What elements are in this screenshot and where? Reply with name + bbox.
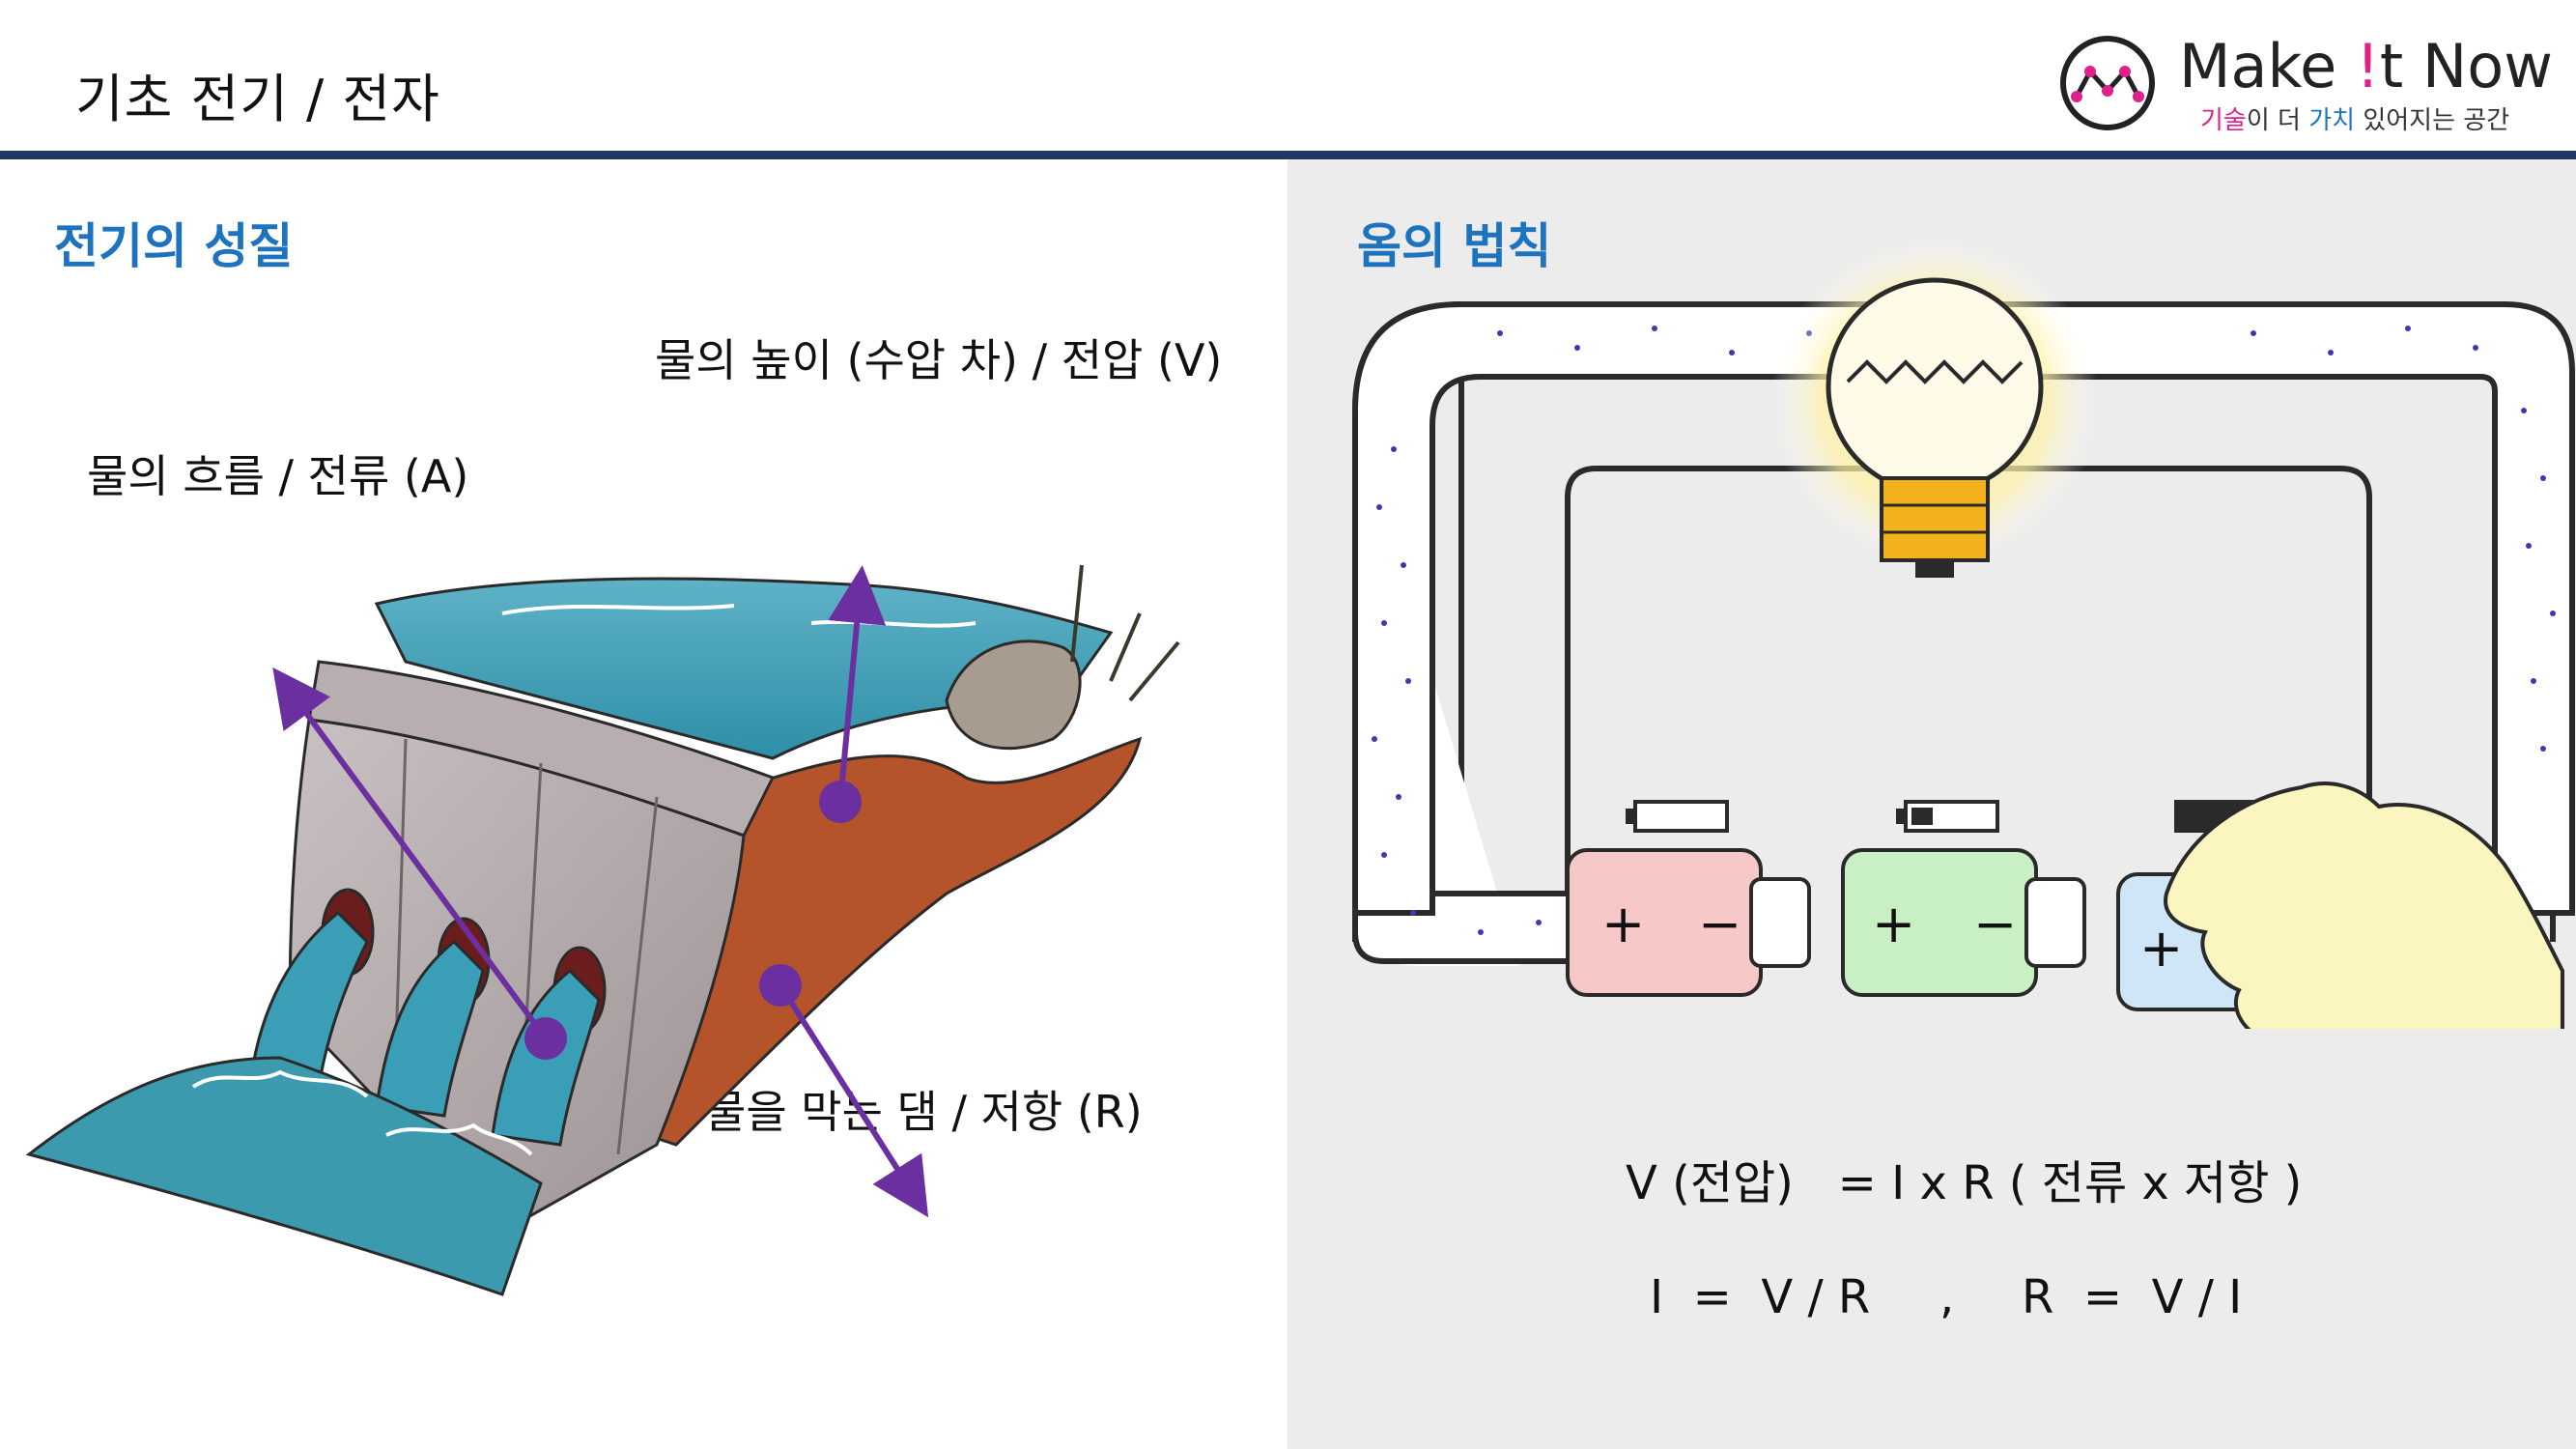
left-panel: 전기의 성질 물의 높이 (수압 차) / 전압 (V) 물의 흐름 / 전류 … (0, 159, 1288, 1449)
circuit-illustration: + − + − + (1352, 237, 2575, 1029)
page-title: 기초 전기 / 전자 (75, 69, 440, 129)
section-heading-ohms-law: 옴의 법칙 (1357, 218, 1552, 274)
header: 기초 전기 / 전자 Make !t Now 기술이 더 가치 있어지는 공간 (0, 0, 2576, 159)
logo-wordmark: Make !t Now (2179, 31, 2553, 101)
battery-level-empty-icon (1626, 800, 1729, 833)
current-arrow (272, 667, 567, 1060)
rock (945, 639, 1082, 751)
battery-red-plus: + (1601, 894, 1645, 954)
header-divider (0, 151, 2576, 159)
formula-current: I = V / R (1650, 1270, 1871, 1324)
battery-red (1566, 848, 1811, 997)
voltage-arrow (819, 565, 887, 823)
label-voltage: 물의 높이 (수압 차) / 전압 (V) (655, 334, 1223, 386)
label-current: 물의 흐름 / 전류 (A) (87, 450, 469, 502)
dam-illustration (25, 564, 1180, 1296)
hand-illustration (2164, 781, 2564, 1029)
label-resistance: 물을 막는 댐 / 저항 (R) (705, 1086, 1143, 1138)
formula-resistance: R = V / I (2022, 1270, 2243, 1324)
battery-green-minus: − (1973, 894, 2017, 954)
battery-red-minus: − (1698, 894, 1741, 954)
battery-green (1841, 848, 2086, 997)
right-panel: 옴의 법칙 (1288, 159, 2576, 1449)
section-heading-electric-properties: 전기의 성질 (54, 218, 294, 274)
battery-blue-plus: + (2139, 918, 2183, 979)
formula-separator: , (1939, 1270, 1955, 1324)
light-bulb-icon (1770, 237, 2099, 578)
logo-mark-icon (2060, 36, 2155, 130)
logo-tagline: 기술이 더 가치 있어지는 공간 (2200, 106, 2510, 135)
electrons (1372, 326, 2556, 935)
battery-level-low-icon (1896, 800, 1999, 833)
battery-green-plus: + (1872, 894, 1915, 954)
brand-logo: Make !t Now 기술이 더 가치 있어지는 공간 (2048, 21, 2569, 137)
resistance-arrow (759, 964, 929, 1218)
formula-ohms-law: V (전압) = I x R ( 전류 x 저항 ) (1626, 1156, 2303, 1210)
